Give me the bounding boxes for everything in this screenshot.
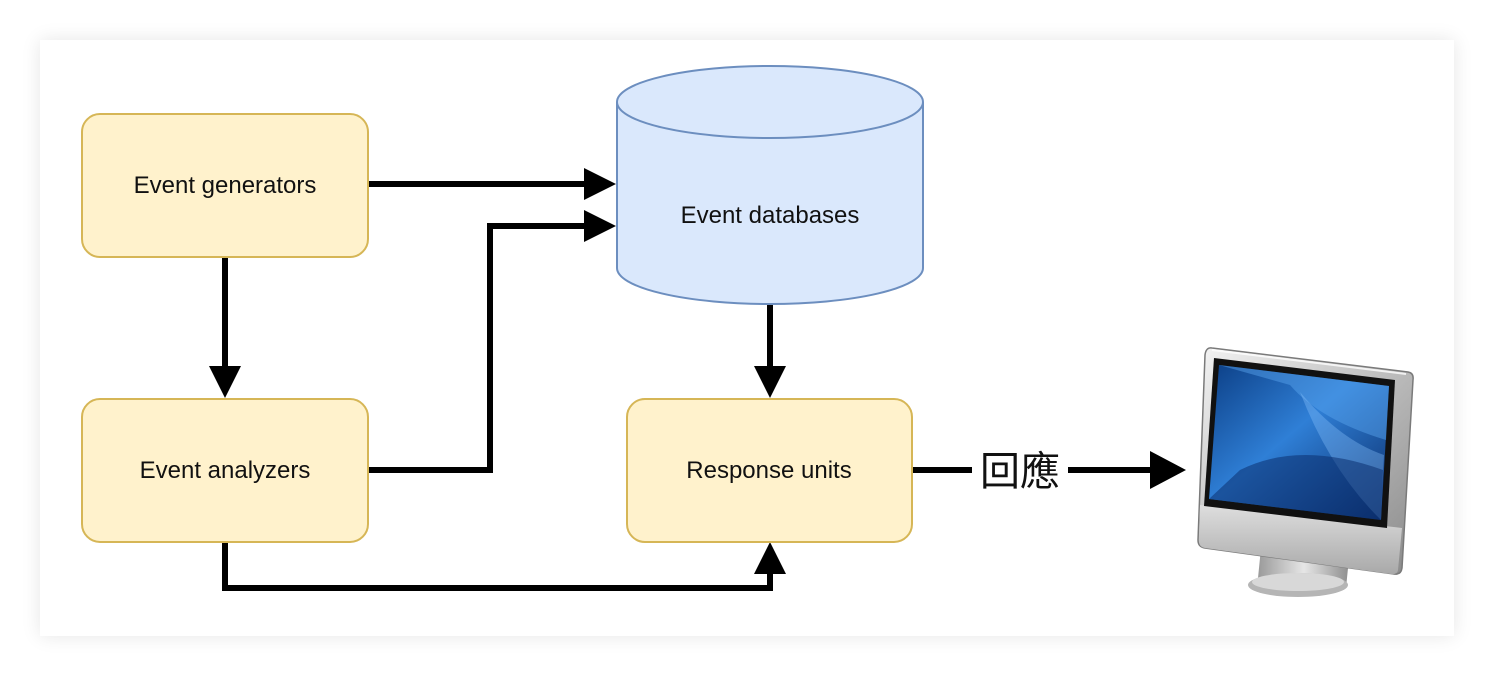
node-event-databases[interactable]: Event databases [616, 65, 924, 305]
node-event-analyzers[interactable]: Event analyzers [81, 398, 369, 543]
edge-generators-to-databases [368, 168, 616, 200]
node-label-response: Response units [686, 457, 851, 484]
node-event-generators[interactable]: Event generators [81, 113, 369, 258]
node-response-units[interactable]: Response units [626, 398, 913, 543]
monitor-icon [1197, 347, 1414, 597]
edge-analyzers-to-response [222, 542, 786, 591]
edge-analyzers-to-databases [368, 210, 616, 473]
edge-generators-to-analyzers [209, 257, 241, 398]
edge-response-to-monitor: 回應 [912, 449, 1186, 495]
node-label-analyzers: Event analyzers [140, 457, 311, 484]
node-label-generators: Event generators [134, 172, 317, 199]
node-label-databases: Event databases [681, 202, 860, 229]
edge-label-response: 回應 [980, 449, 1060, 495]
edge-databases-to-response [754, 305, 786, 398]
